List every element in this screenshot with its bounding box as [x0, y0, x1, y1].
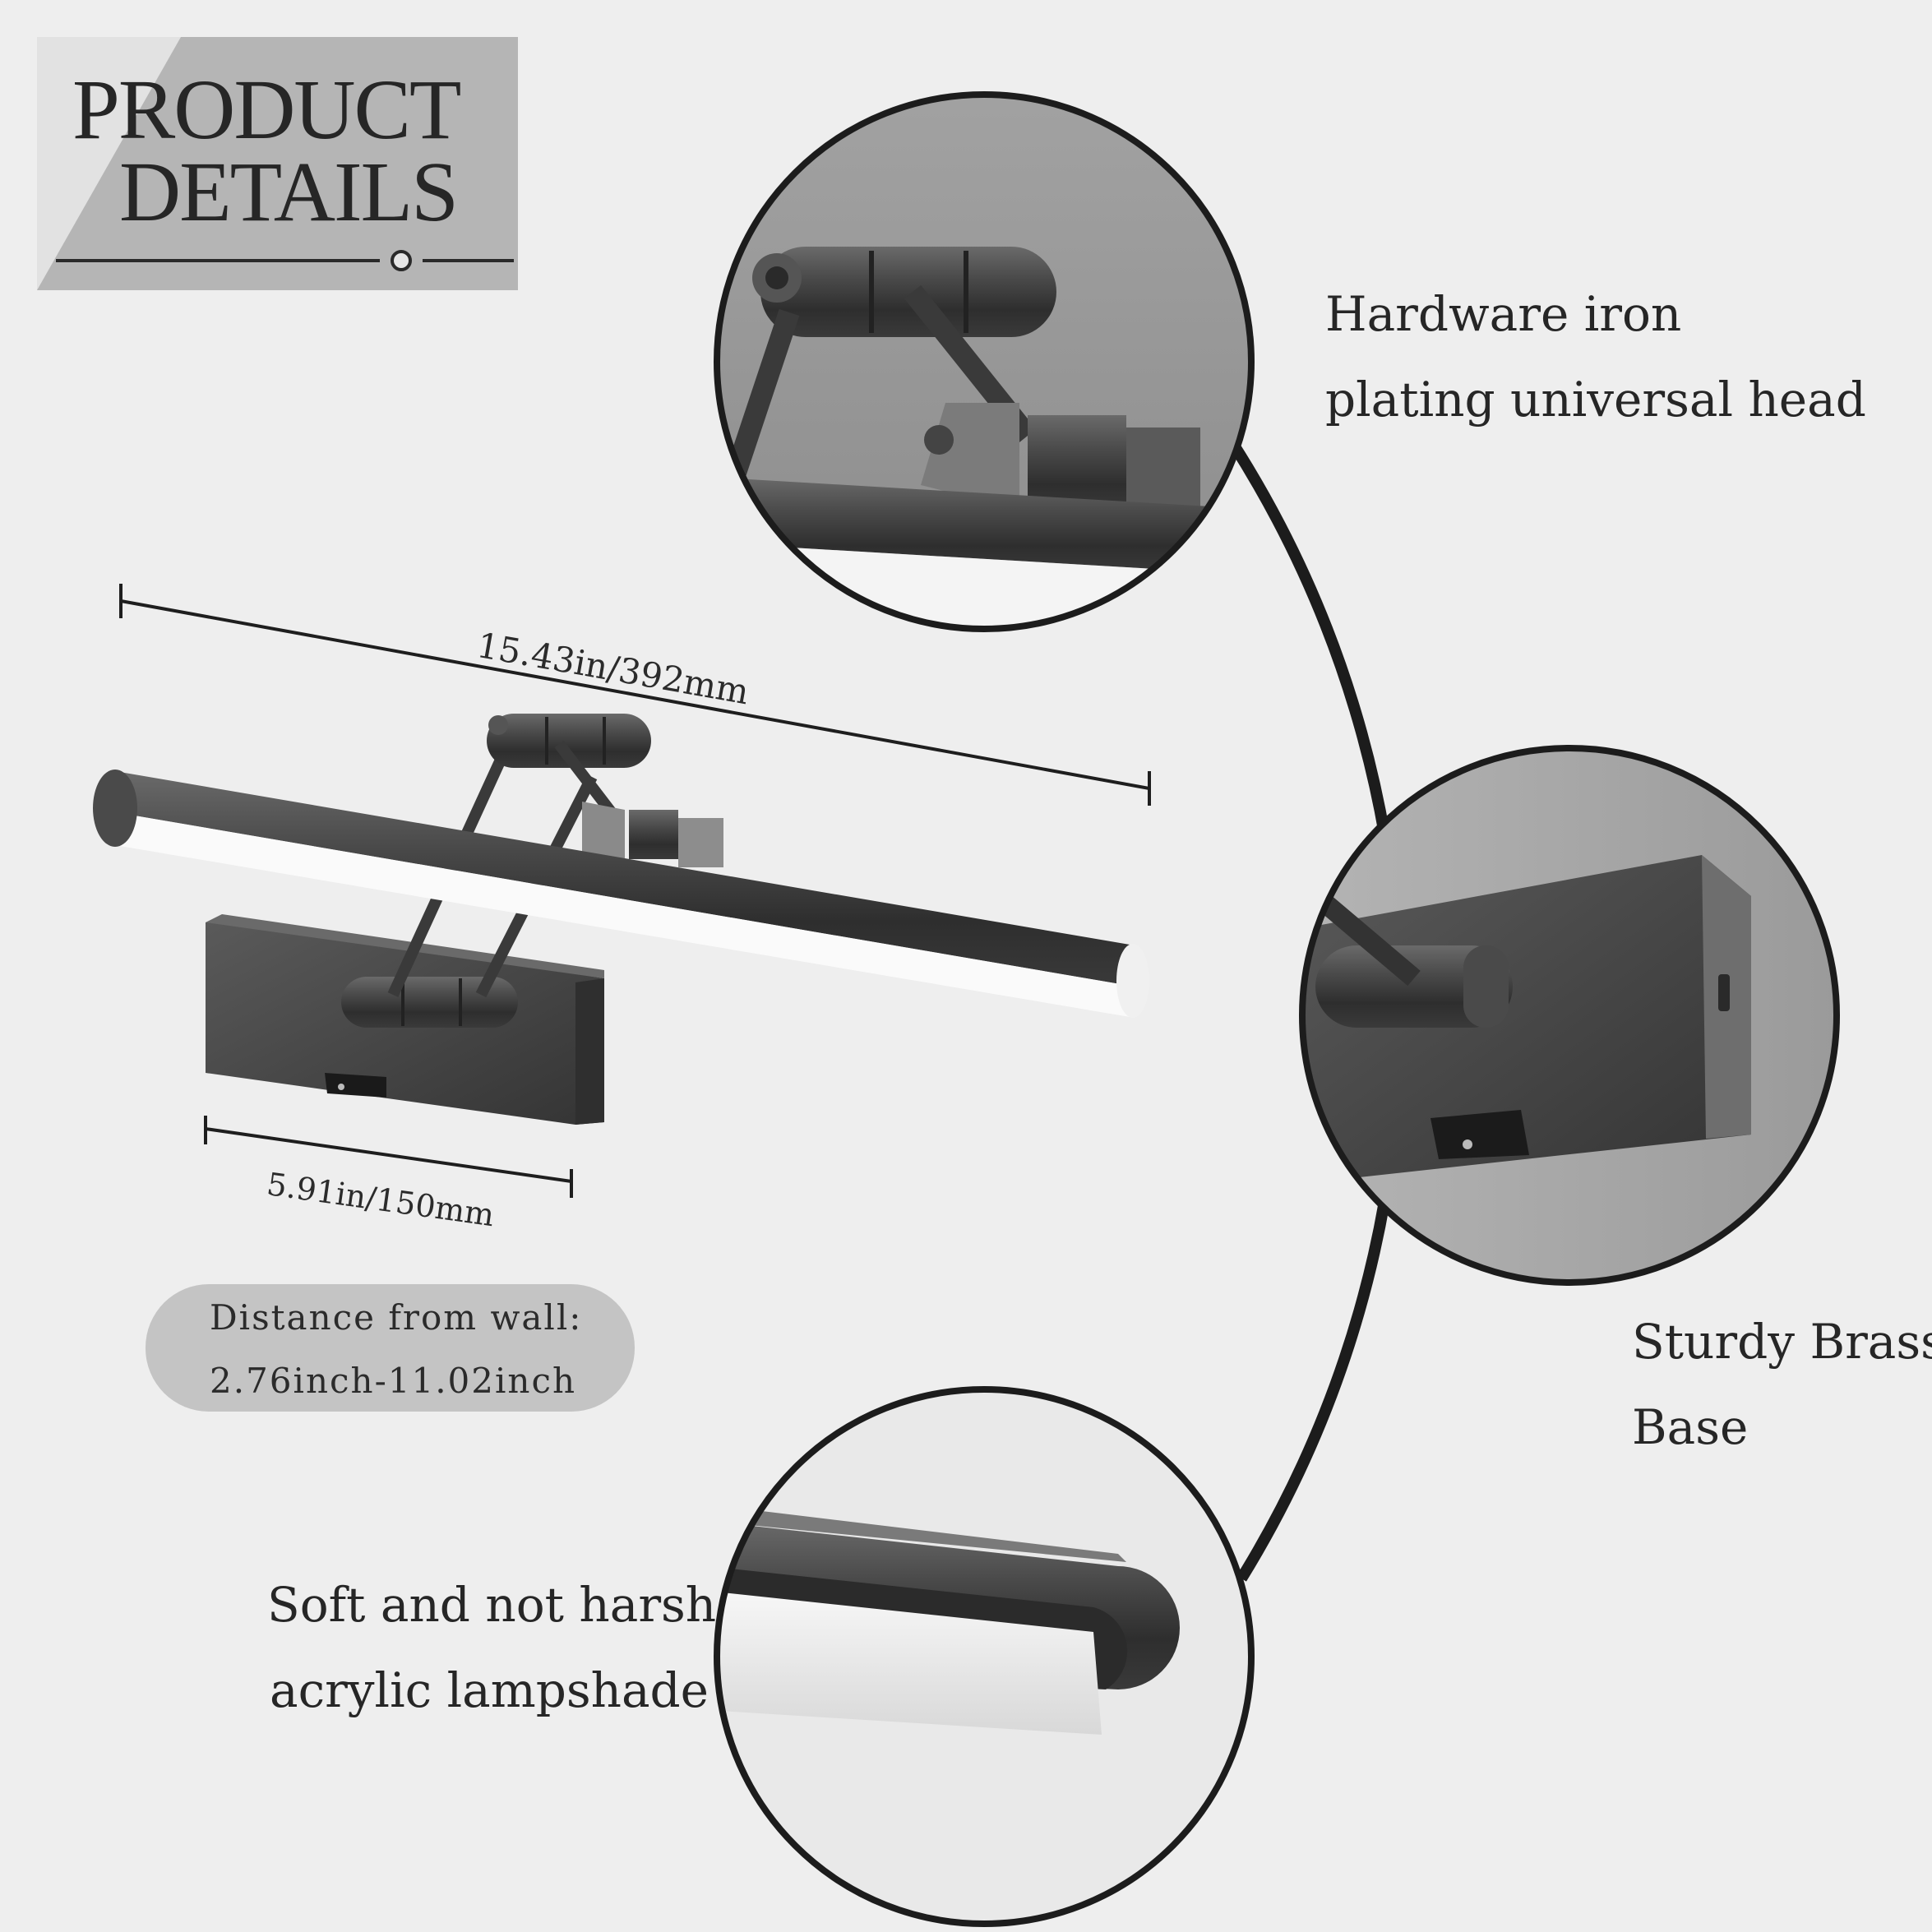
- lamp-illustration: [93, 714, 1149, 1125]
- callout-universal-head-line-2: plating universal head: [1325, 372, 1866, 428]
- callout-lampshade-line-2: acrylic lampshade: [270, 1662, 709, 1718]
- header-title-line-2: DETAILS: [119, 145, 459, 239]
- detail-circle-lampshade: [714, 1386, 1255, 1927]
- length-dimension-line: [119, 584, 1151, 806]
- base-width-dimension-line: [204, 1116, 573, 1198]
- callout-universal-head-line-1: Hardware iron: [1325, 286, 1682, 342]
- detail-circle-base: [1299, 745, 1840, 1286]
- callout-lampshade-line-1: Soft and not harsh: [267, 1577, 717, 1633]
- distance-value: 2.76inch-11.02inch: [210, 1361, 577, 1401]
- callout-base-line-1: Sturdy Brass: [1632, 1314, 1932, 1370]
- detail-circle-universal-head: [714, 91, 1255, 632]
- distance-label: Distance from wall:: [210, 1297, 583, 1338]
- header-badge: [37, 37, 518, 290]
- distance-pill: [146, 1284, 635, 1412]
- header-title-line-1: PRODUCT: [72, 62, 461, 157]
- callout-base-line-2: Base: [1632, 1399, 1749, 1455]
